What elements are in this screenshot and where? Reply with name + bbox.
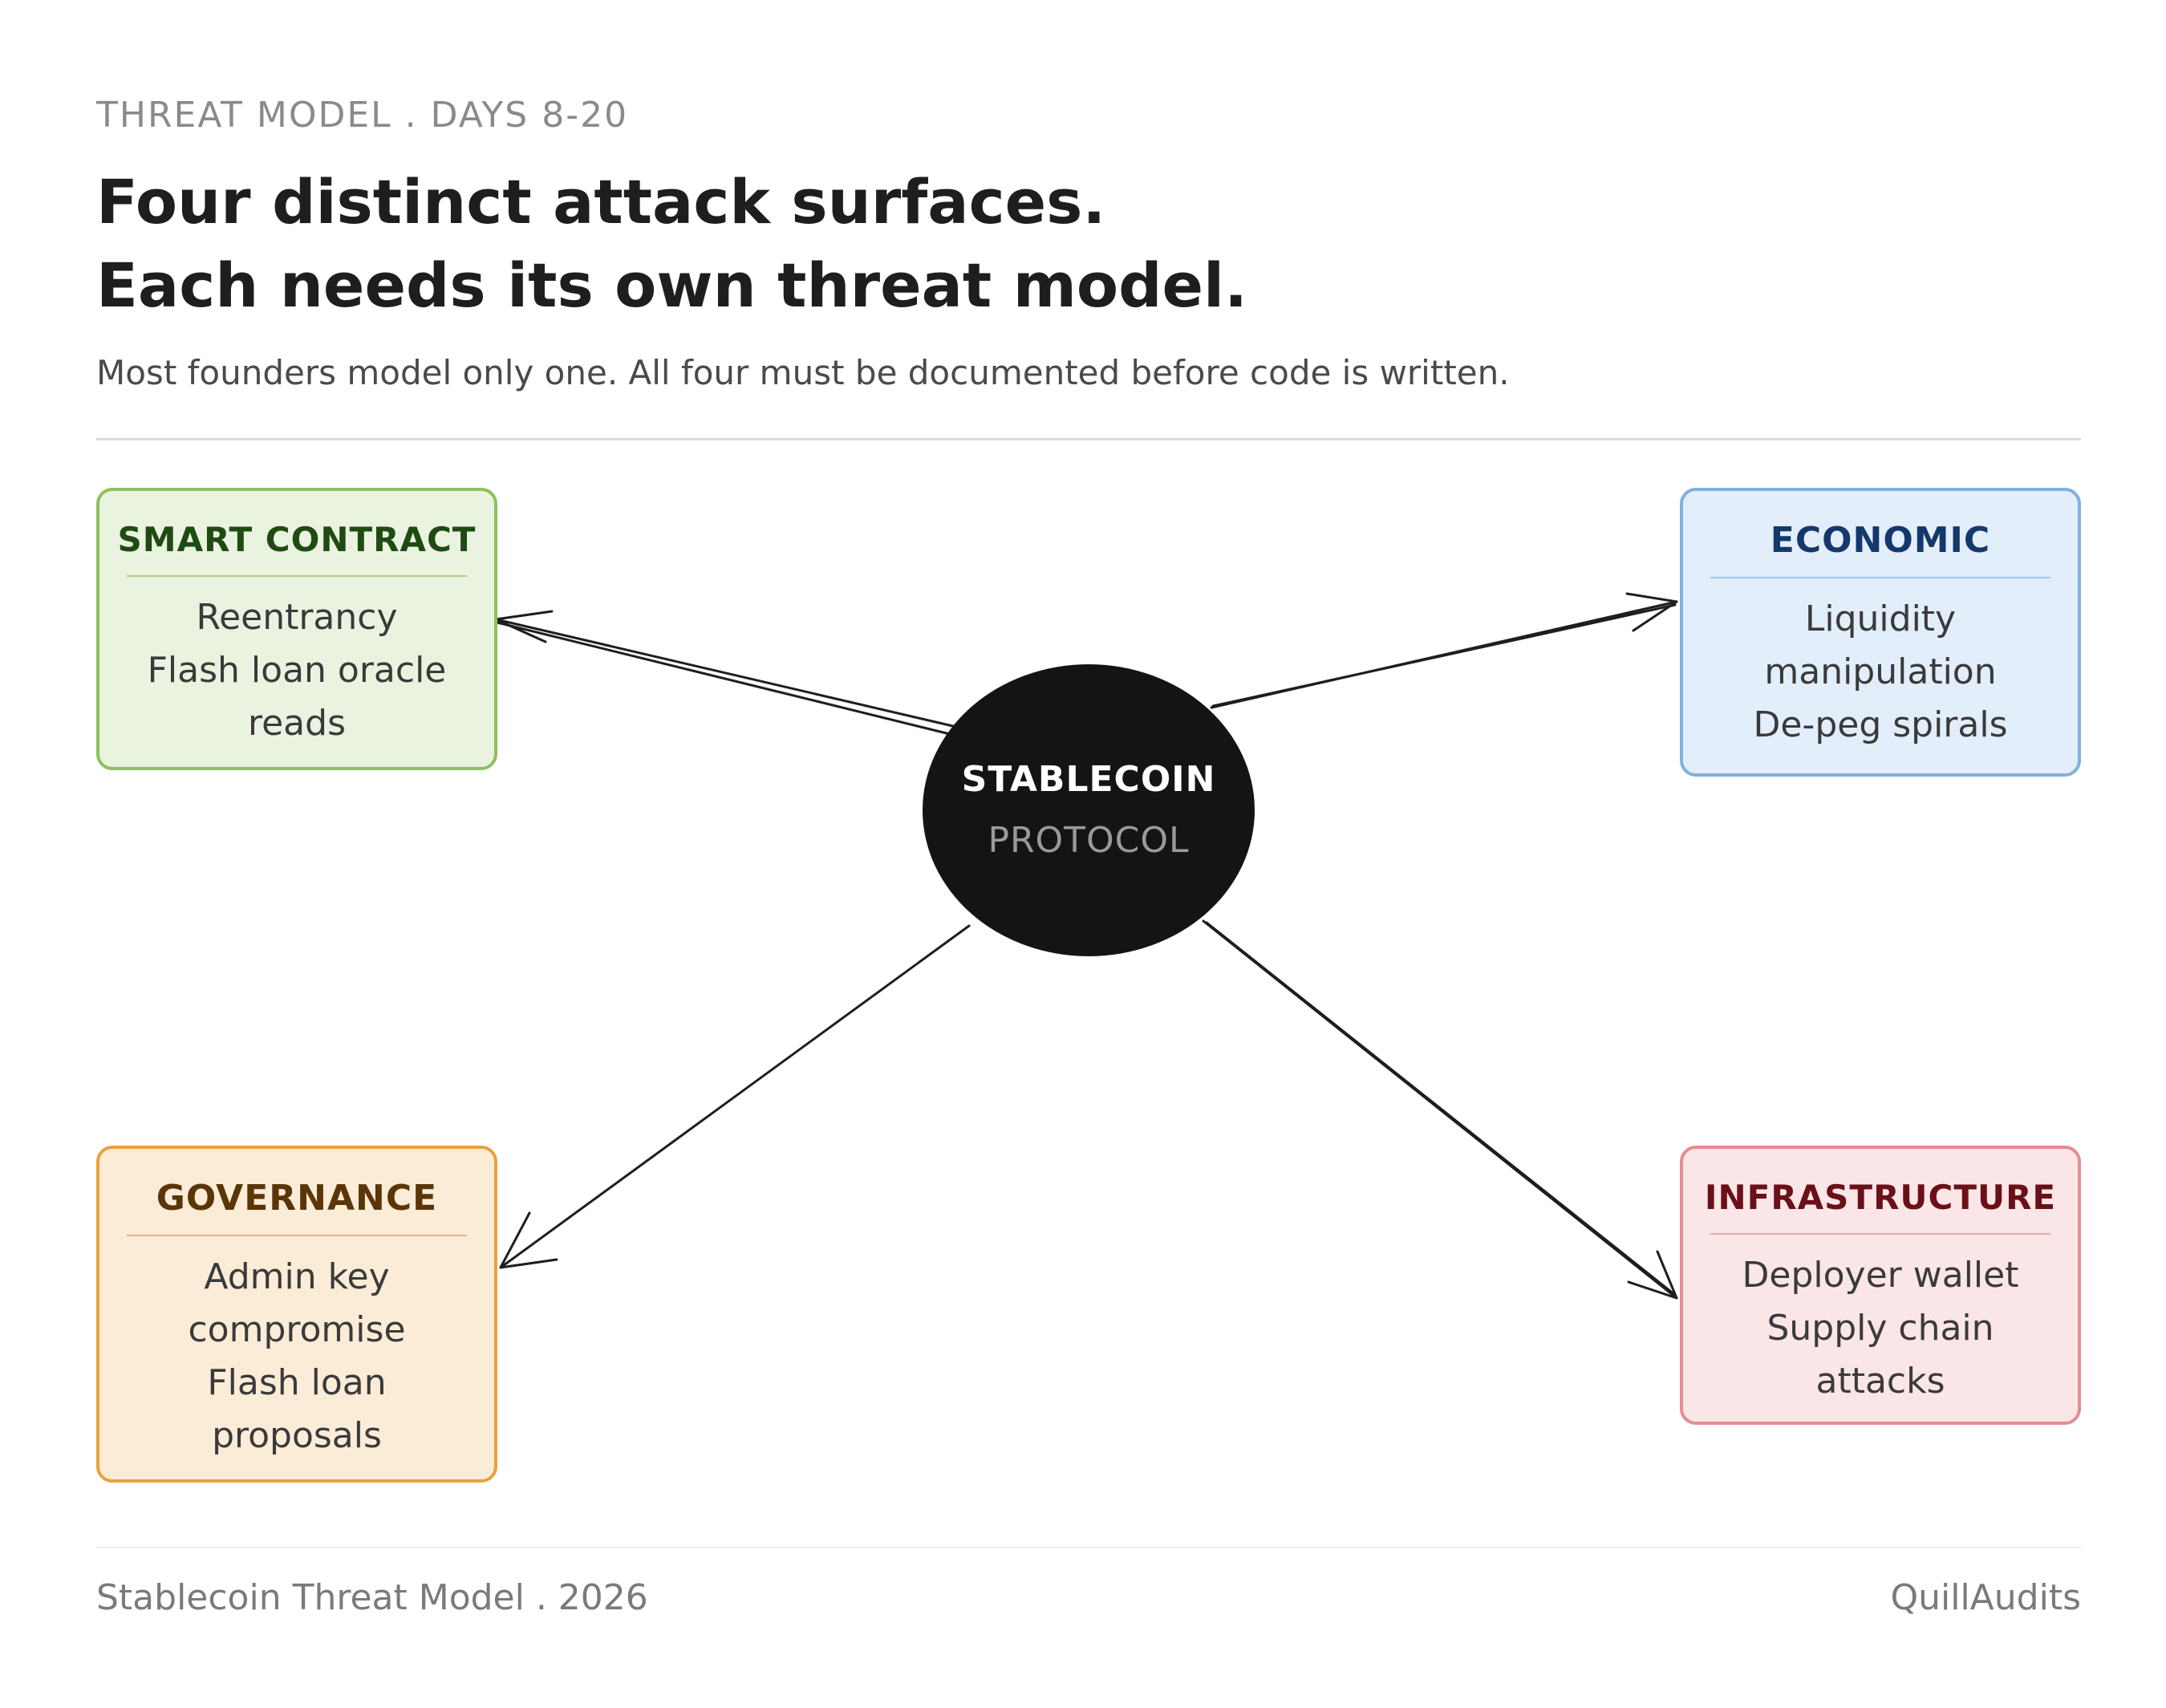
card-smart-contract: SMART CONTRACT Reentrancy Flash loan ora… (96, 488, 497, 770)
card-line: Admin key (204, 1256, 390, 1297)
card-divider (1710, 577, 2050, 578)
card-title-smart-contract: SMART CONTRACT (117, 520, 477, 559)
footer-divider (96, 1547, 2081, 1548)
card-line: attacks (1815, 1361, 1945, 1402)
headline-line-1: Four distinct attack surfaces. (96, 166, 1106, 237)
arrow-to-infrastructure (1202, 919, 1678, 1300)
hub-node-stablecoin-protocol: STABLECOIN PROTOCOL (923, 664, 1255, 956)
card-line: Deployer wallet (1742, 1255, 2019, 1296)
card-economic: ECONOMIC Liquidity manipulation De-peg s… (1680, 488, 2081, 777)
card-line: compromise (188, 1309, 406, 1350)
hub-label-line-1: STABLECOIN (961, 759, 1216, 800)
footer-brand: QuillAudits (1890, 1577, 2081, 1618)
header-divider (96, 438, 2081, 440)
arrowhead-governance (499, 1211, 558, 1269)
card-title-infrastructure: INFRASTRUCTURE (1704, 1178, 2057, 1217)
card-line: proposals (212, 1415, 382, 1456)
card-line: Supply chain (1766, 1308, 1994, 1349)
eyebrow-label: THREAT MODEL . DAYS 8-20 (96, 95, 629, 136)
footer-caption: Stablecoin Threat Model . 2026 (96, 1577, 648, 1618)
card-divider (127, 575, 467, 577)
card-line: Reentrancy (196, 597, 398, 638)
card-divider (127, 1235, 467, 1236)
hub-label-line-2: PROTOCOL (988, 820, 1190, 861)
card-line: De-peg spirals (1753, 704, 2008, 745)
subtitle: Most founders model only one. All four m… (96, 353, 1510, 392)
card-line: Flash loan oracle (147, 650, 447, 691)
card-infrastructure: INFRASTRUCTURE Deployer wallet Supply ch… (1680, 1146, 2081, 1425)
card-line: reads (247, 703, 346, 744)
card-line: Liquidity (1804, 598, 1957, 639)
card-title-governance: GOVERNANCE (156, 1178, 438, 1219)
card-divider (1710, 1233, 2050, 1235)
arrow-to-governance (499, 924, 971, 1269)
headline-line-2: Each needs its own threat model. (96, 250, 1247, 321)
arrowhead-infrastructure (1627, 1250, 1678, 1300)
card-line: manipulation (1764, 651, 1997, 692)
card-title-economic: ECONOMIC (1770, 520, 1991, 561)
card-line: Flash loan (207, 1362, 387, 1403)
arrow-to-economic (1210, 600, 1678, 709)
card-governance: GOVERNANCE Admin key compromise Flash lo… (96, 1146, 497, 1483)
headline: Four distinct attack surfaces. Each need… (96, 160, 1247, 327)
arrowhead-economic (1625, 592, 1678, 632)
arrow-to-smart-contract (494, 618, 958, 736)
